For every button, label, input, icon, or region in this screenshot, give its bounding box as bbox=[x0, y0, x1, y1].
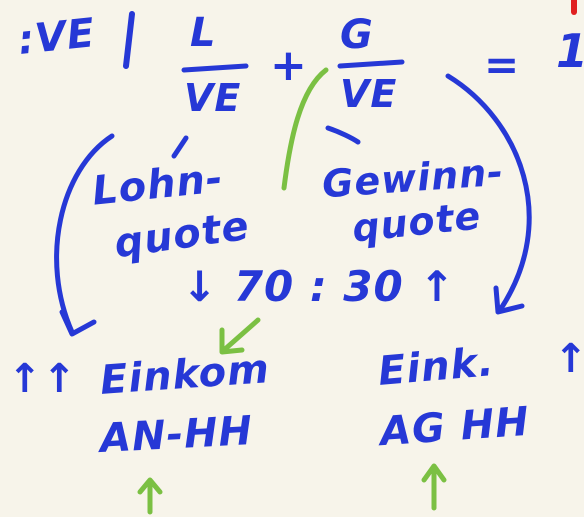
divider-stroke bbox=[123, 11, 135, 69]
left-numerator: L bbox=[190, 10, 217, 56]
left-connector-tick bbox=[171, 135, 189, 159]
left-up-arrows-icon: ↑↑ bbox=[8, 356, 78, 402]
right-denominator: VE bbox=[340, 72, 398, 116]
green-up-arrow-left bbox=[137, 477, 163, 515]
green-ratio-arrow bbox=[221, 317, 261, 353]
green-up-arrow-right bbox=[421, 463, 447, 511]
left-income-label-line2: AN-HH bbox=[98, 408, 255, 462]
equation-result: 1 bbox=[556, 24, 584, 78]
green-ratio-arrowhead bbox=[219, 327, 245, 355]
equation-prefix: :VE bbox=[15, 10, 98, 64]
right-up-arrow-icon: ↑ bbox=[554, 336, 584, 382]
right-fraction-bar bbox=[337, 59, 405, 69]
right-arc-arrow bbox=[445, 73, 532, 313]
left-fraction-bar bbox=[181, 63, 249, 73]
left-denominator: VE bbox=[184, 76, 242, 120]
right-connector-tick bbox=[325, 125, 361, 145]
left-arc-arrowhead bbox=[59, 309, 97, 337]
left-arc-arrow bbox=[54, 133, 115, 335]
green-separator bbox=[281, 67, 329, 191]
equals-sign: = bbox=[484, 40, 521, 89]
right-numerator: G bbox=[340, 12, 374, 58]
plus-sign: + bbox=[270, 40, 308, 91]
share-ratio: ↓ 70 : 30 ↑ bbox=[182, 262, 456, 311]
right-arc-arrowhead bbox=[493, 285, 525, 315]
